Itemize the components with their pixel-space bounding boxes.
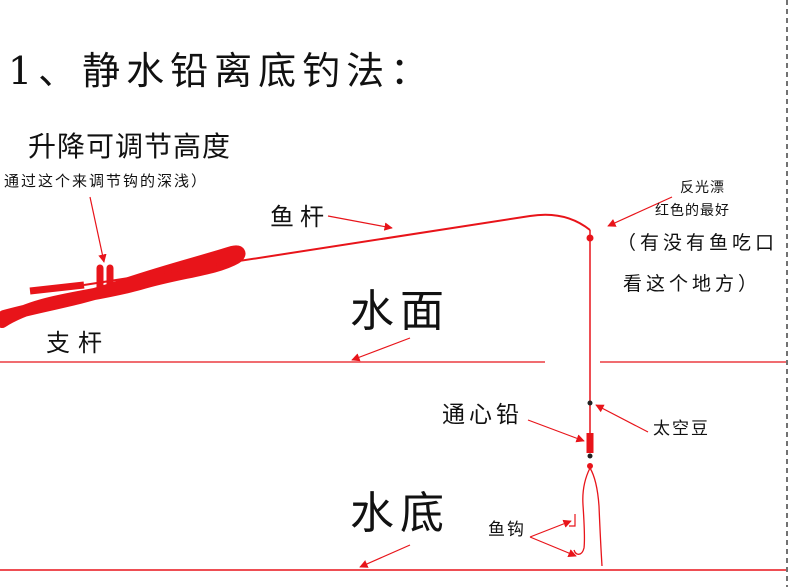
space-bean-lower [587, 453, 593, 459]
arrow-float [607, 196, 673, 227]
label-adjustable: 升降可调节高度 [28, 130, 232, 163]
label-water-bottom: 水底 [350, 488, 450, 539]
label-fish-hook: 鱼钩 [488, 520, 526, 540]
sliding-sinker [586, 433, 594, 453]
label-fishing-rod: 鱼杆 [270, 203, 330, 231]
arrow-space-bean [595, 404, 649, 433]
hook-shank [569, 514, 576, 527]
arrow-hook-lower [529, 536, 577, 557]
rod-handle [29, 281, 85, 295]
arrow-sinker [527, 419, 585, 443]
diagram-title: 1、静水铅离底钓法： [8, 49, 435, 93]
label-water-surface: 水面 [350, 286, 450, 337]
label-float-line2: 红色的最好 [655, 203, 730, 219]
label-rod-support: 支杆 [46, 329, 110, 357]
label-bite-line1: （有没有鱼吃口 [617, 232, 779, 254]
label-space-bean: 太空豆 [653, 419, 710, 439]
hook-line-node [587, 463, 593, 469]
fishing-rod [83, 213, 591, 286]
label-sliding-sinker: 通心铅 [442, 402, 523, 428]
float-marker [586, 234, 594, 242]
arrow-hook-upper [529, 519, 572, 538]
label-float-line1: 反光漂 [680, 180, 725, 196]
hook-line [573, 467, 603, 567]
arrow-adjustable [89, 196, 107, 263]
arrow-rod [327, 215, 393, 231]
arrow-bottom [359, 544, 411, 568]
label-bite-line2: 看这个地方） [623, 273, 762, 295]
arrow-surface [351, 337, 411, 362]
rod-support-post [96, 264, 114, 296]
label-adjustable-note: 通过这个来调节钩的深浅） [4, 172, 209, 190]
space-bean [587, 400, 593, 406]
